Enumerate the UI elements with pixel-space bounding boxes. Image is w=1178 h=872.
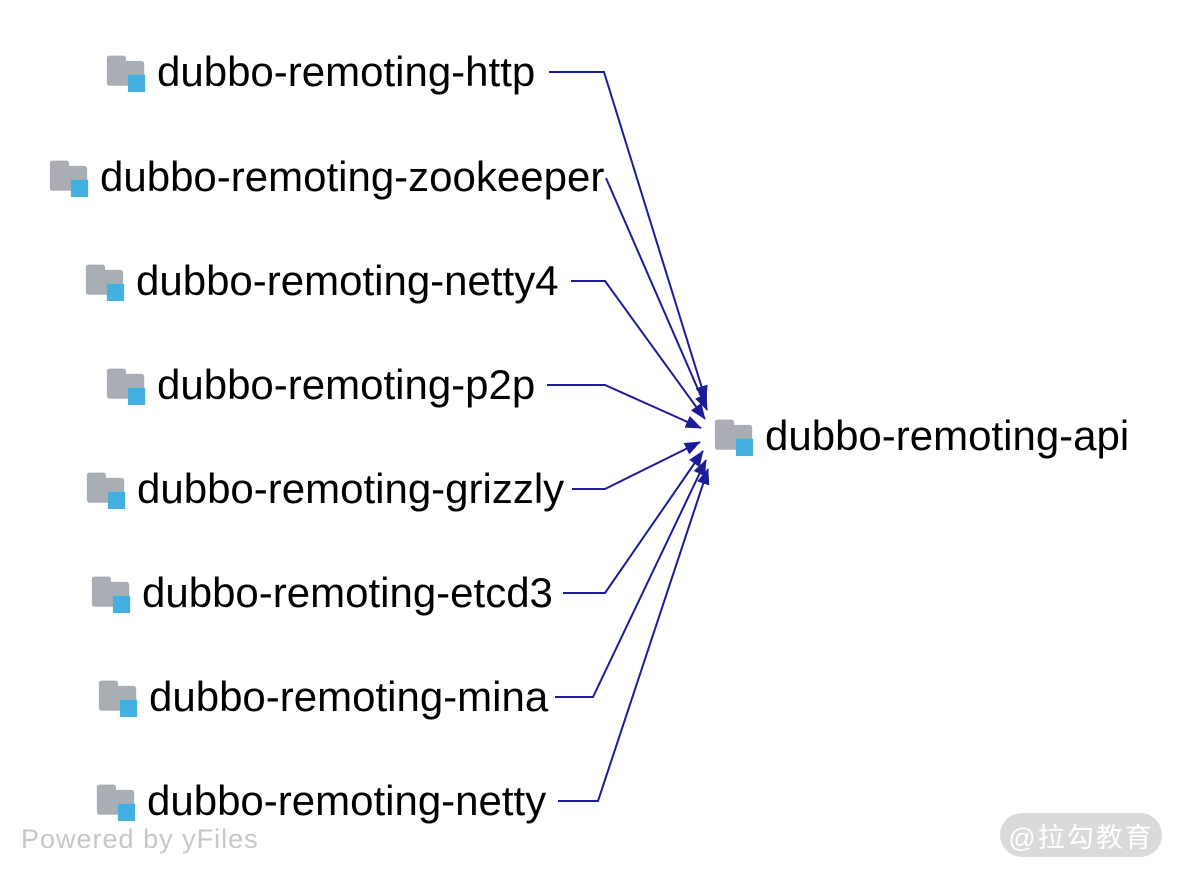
module-folder-icon (49, 160, 89, 198)
module-folder-icon (106, 368, 146, 406)
module-label: dubbo-remoting-api (765, 411, 1130, 459)
node-dubbo-remoting-api: dubbo-remoting-api (712, 411, 1130, 459)
node-dubbo-remoting-netty: dubbo-remoting-netty (94, 776, 547, 824)
node-dubbo-remoting-mina: dubbo-remoting-mina (96, 672, 549, 720)
module-label: dubbo-remoting-p2p (157, 360, 536, 408)
module-label: dubbo-remoting-etcd3 (142, 568, 553, 616)
edge-http-to-api (549, 71, 708, 402)
module-folder-icon (91, 576, 131, 614)
edge-netty-to-api (558, 468, 710, 802)
node-dubbo-remoting-p2p: dubbo-remoting-p2p (104, 360, 536, 408)
module-folder-icon (714, 419, 754, 457)
module-folder-icon (106, 55, 146, 93)
module-folder-icon (98, 680, 138, 718)
lagou-badge: @拉勾教育 (1000, 813, 1162, 857)
edge-grizzly-to-api (572, 441, 701, 490)
edge-p2p-to-api (547, 384, 702, 429)
module-label: dubbo-remoting-mina (149, 672, 549, 720)
edge-etcd3-to-api (563, 450, 704, 594)
module-folder-icon (85, 264, 125, 302)
module-label: dubbo-remoting-netty (147, 776, 547, 824)
module-label: dubbo-remoting-zookeeper (100, 152, 605, 200)
node-dubbo-remoting-etcd3: dubbo-remoting-etcd3 (89, 568, 553, 616)
module-folder-icon (86, 472, 126, 510)
node-dubbo-remoting-grizzly: dubbo-remoting-grizzly (84, 464, 565, 512)
module-label: dubbo-remoting-grizzly (137, 464, 565, 512)
node-dubbo-remoting-http: dubbo-remoting-http (104, 47, 536, 95)
edge-netty4-to-api (571, 280, 706, 420)
yfiles-watermark: Powered by yFiles (21, 824, 259, 854)
edge-zookeeper-to-api (605, 177, 708, 411)
module-label: dubbo-remoting-http (157, 47, 536, 95)
node-dubbo-remoting-zookeeper: dubbo-remoting-zookeeper (47, 152, 605, 200)
badge-label: @拉勾教育 (1008, 822, 1154, 853)
module-label: dubbo-remoting-netty4 (136, 256, 559, 304)
edge-mina-to-api (555, 459, 707, 698)
module-folder-icon (96, 784, 136, 822)
node-dubbo-remoting-netty4: dubbo-remoting-netty4 (83, 256, 559, 304)
